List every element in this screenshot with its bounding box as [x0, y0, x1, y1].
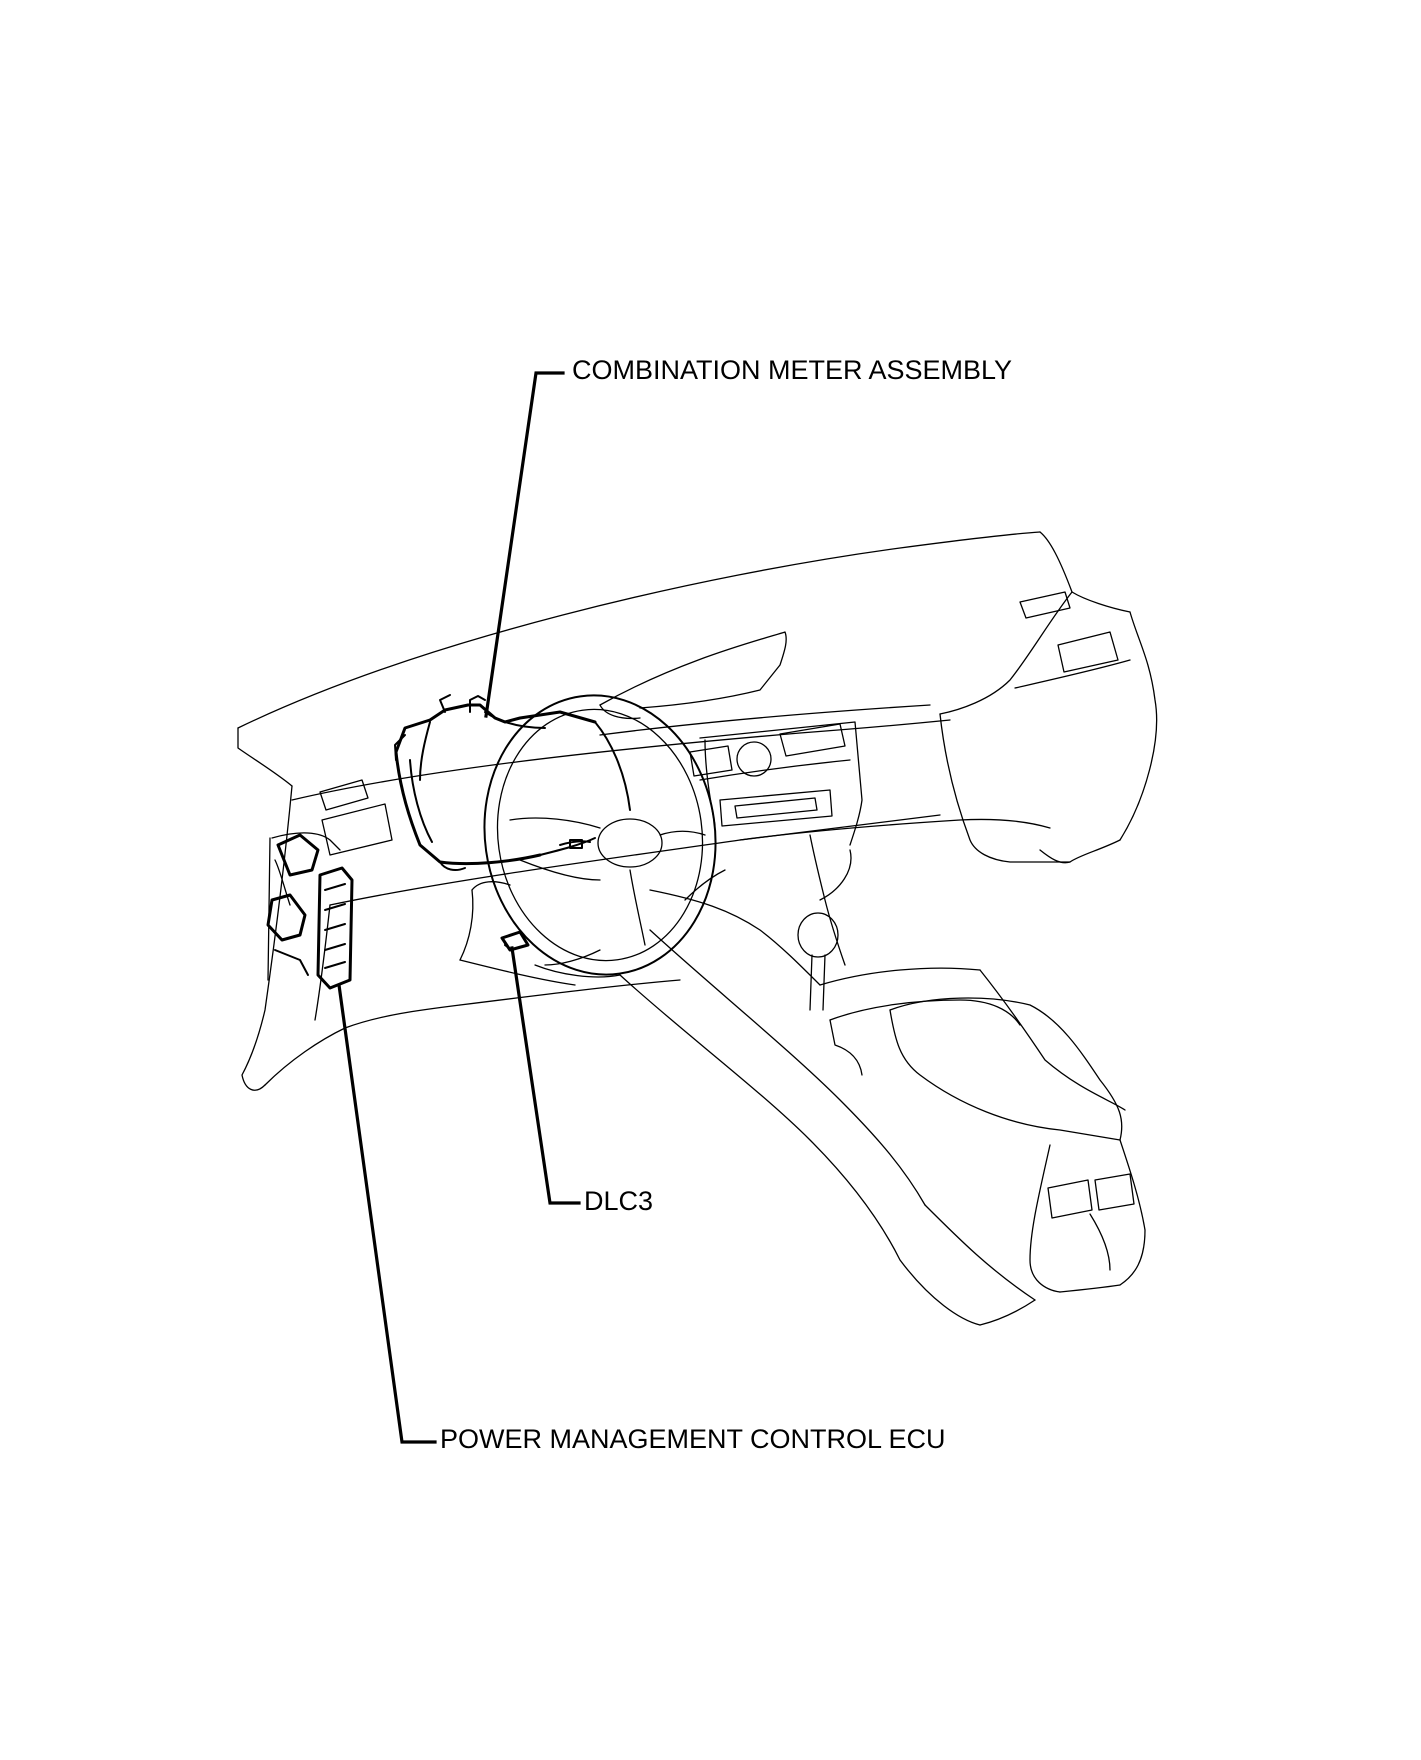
callout-combination-meter-assembly: COMBINATION METER ASSEMBLY [572, 355, 1013, 385]
steering-wheel [483, 694, 726, 978]
callout-dlc3: DLC3 [584, 1186, 654, 1216]
leader-lines [337, 371, 581, 1444]
callout-power-management-control-ecu: POWER MANAGEMENT CONTROL ECU [440, 1424, 946, 1454]
power-management-ecu [266, 833, 354, 990]
dashboard-outline [237, 531, 1158, 1326]
combination-meter-assembly [394, 694, 631, 871]
